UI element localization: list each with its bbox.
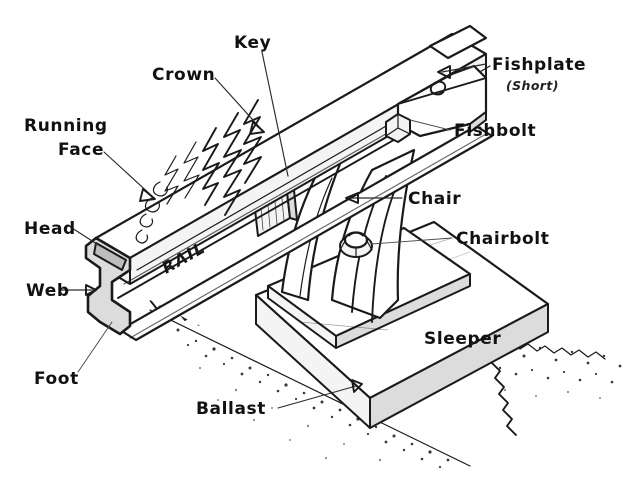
label-fishplate: Fishplate	[492, 55, 586, 75]
label-running: Running	[24, 116, 108, 136]
label-fishbolt: Fishbolt	[454, 121, 536, 141]
leader-lines	[61, 51, 487, 409]
chairbolt	[339, 231, 373, 258]
fishbolt	[385, 113, 411, 143]
label-key: Key	[234, 33, 271, 53]
crown-running-face-hatching	[135, 99, 262, 244]
label-foot: Foot	[34, 369, 79, 389]
label-crown: Crown	[152, 65, 215, 85]
label-web: Web	[26, 281, 70, 301]
label-sleeper: Sleeper	[424, 329, 501, 349]
label-face: Face	[58, 140, 104, 160]
diagram-labels: Key Crown Running Face Head Web Foot Fis…	[24, 33, 586, 419]
label-ballast: Ballast	[196, 399, 266, 419]
label-chairbolt: Chairbolt	[456, 229, 549, 249]
label-fishplate-note: (Short)	[506, 78, 559, 93]
label-chair: Chair	[408, 189, 461, 209]
label-head: Head	[24, 219, 76, 239]
rail-cross-section	[84, 236, 132, 336]
fishplate-assembly	[385, 24, 488, 143]
